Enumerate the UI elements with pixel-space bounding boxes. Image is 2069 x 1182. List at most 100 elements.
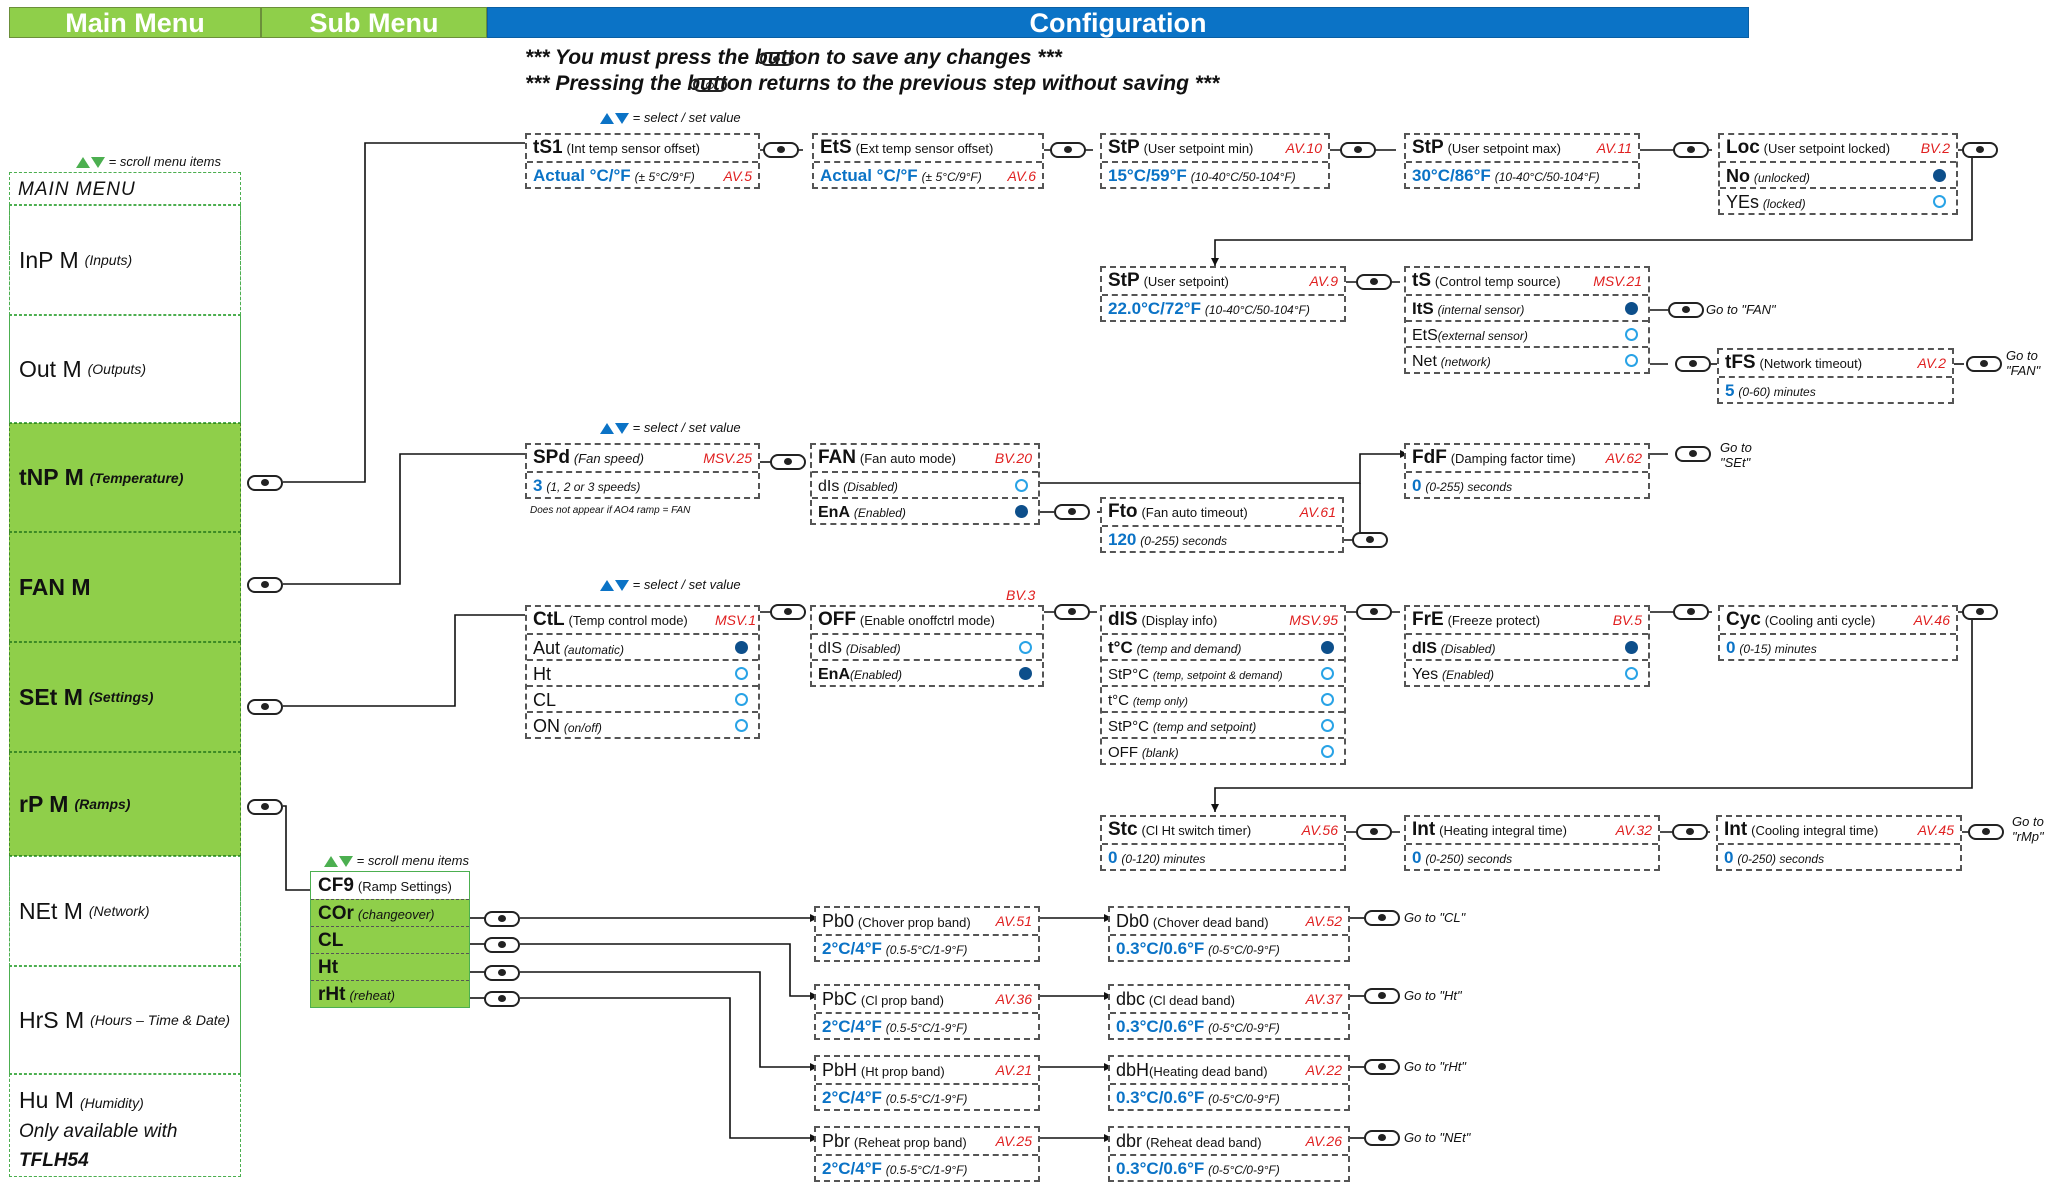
option-disabled[interactable]: dIS (Disabled) (812, 633, 1042, 659)
param-box-dbc[interactable]: dbc (Cl dead band)AV.37 0.3°C/0.6°F (0-5… (1108, 984, 1350, 1040)
param-box-dbh[interactable]: dbH(Heating dead band)AV.22 0.3°C/0.6°F … (1108, 1055, 1350, 1111)
param-box-dis[interactable]: dIS (Display info)MSV.95 t°C (temp and d… (1100, 605, 1346, 765)
radio-selected-icon[interactable] (1019, 667, 1032, 680)
radio-selected-icon[interactable] (1625, 302, 1638, 315)
option-disabled[interactable]: dIS (Disabled) (1406, 633, 1648, 659)
enter-icon[interactable] (1673, 604, 1709, 620)
param-box-ts1[interactable]: tS1 (Int temp sensor offset) Actual °C/°… (525, 133, 760, 189)
param-box-dbr[interactable]: dbr (Reheat dead band)AV.26 0.3°C/0.6°F … (1108, 1126, 1350, 1182)
reheat-enter-icon[interactable] (484, 991, 520, 1007)
param-box-tfs[interactable]: tFS (Network timeout)AV.2 5 (0-60) minut… (1717, 348, 1954, 404)
enter-icon[interactable] (763, 142, 799, 158)
enter-icon[interactable] (1673, 142, 1709, 158)
param-box-stp[interactable]: StP (User setpoint)AV.9 22.0°C/72°F (10-… (1100, 266, 1346, 322)
enter-icon[interactable] (1364, 1059, 1400, 1075)
enter-icon[interactable] (1364, 988, 1400, 1004)
option-external[interactable]: EtS(external sensor) (1406, 320, 1648, 346)
param-box-pbc[interactable]: PbC (Cl prop band)AV.36 2°C/4°F (0.5-5°C… (814, 984, 1040, 1040)
option-automatic[interactable]: Aut (automatic) (527, 633, 758, 659)
param-box-pbh[interactable]: PbH (Ht prop band)AV.21 2°C/4°F (0.5-5°C… (814, 1055, 1040, 1111)
param-box-int-cooling[interactable]: Int (Cooling integral time)AV.45 0 (0-25… (1716, 815, 1962, 871)
settings-enter-icon[interactable] (247, 699, 283, 715)
enter-icon[interactable] (770, 454, 806, 470)
param-box-fan[interactable]: FAN (Fan auto mode)BV.20 dIs (Disabled) … (810, 443, 1040, 525)
enter-icon[interactable] (1675, 446, 1711, 462)
main-menu-item-ramps[interactable]: rP M(Ramps) (9, 752, 241, 856)
option-temp-setpoint-demand[interactable]: StP°C (temp, setpoint & demand) (1102, 659, 1344, 685)
param-box-stp-max[interactable]: StP (User setpoint max)AV.11 30°C/86°F (… (1404, 133, 1640, 189)
radio-empty-icon[interactable] (1015, 479, 1028, 492)
main-menu-item-fan[interactable]: FAN M (9, 532, 241, 642)
option-internal[interactable]: ItS (internal sensor) (1406, 294, 1648, 320)
submenu-item-ht[interactable]: Ht (311, 953, 469, 980)
radio-empty-icon[interactable] (1625, 667, 1638, 680)
param-box-fdf[interactable]: FdF (Damping factor time)AV.62 0 (0-255)… (1404, 443, 1650, 499)
radio-empty-icon[interactable] (1321, 693, 1334, 706)
option-disabled[interactable]: dIs (Disabled) (812, 471, 1038, 497)
param-box-fto[interactable]: Fto (Fan auto timeout)AV.61 120 (0-255) … (1100, 497, 1344, 553)
enter-icon[interactable] (1054, 504, 1090, 520)
main-menu-item-humidity[interactable]: Hu M(Humidity) Only available with TFLH5… (9, 1074, 241, 1177)
radio-selected-icon[interactable] (735, 641, 748, 654)
radio-empty-icon[interactable] (1019, 641, 1032, 654)
radio-empty-icon[interactable] (1933, 195, 1946, 208)
option-network[interactable]: Net (network) (1406, 346, 1648, 372)
option-onoff[interactable]: ON (on/off) (527, 711, 758, 737)
main-menu-item-network[interactable]: NEt M(Network) (9, 856, 241, 966)
option-ht[interactable]: Ht (527, 659, 758, 685)
radio-empty-icon[interactable] (735, 693, 748, 706)
main-menu-item-temperature[interactable]: tNP M(Temperature) (9, 423, 241, 532)
option-cl[interactable]: CL (527, 685, 758, 711)
option-enabled[interactable]: EnA (Enabled) (812, 497, 1038, 523)
enter-icon[interactable] (1356, 824, 1392, 840)
enter-icon[interactable] (1966, 356, 2002, 372)
enter-icon[interactable] (1962, 142, 1998, 158)
option-locked[interactable]: YEs (locked) (1720, 187, 1956, 213)
main-menu-item-inputs[interactable]: InP M(Inputs) (9, 205, 241, 315)
param-box-ts[interactable]: tS (Control temp source)MSV.21 ItS (inte… (1404, 266, 1650, 374)
param-box-fre[interactable]: FrE (Freeze protect)BV.5 dIS (Disabled) … (1404, 605, 1650, 687)
enter-icon[interactable] (1668, 302, 1704, 318)
main-menu-item-outputs[interactable]: Out M(Outputs) (9, 315, 241, 423)
radio-empty-icon[interactable] (1321, 745, 1334, 758)
enter-icon[interactable] (1968, 824, 2004, 840)
submenu-item-cl[interactable]: CL (311, 926, 469, 953)
option-blank[interactable]: OFF (blank) (1102, 737, 1344, 763)
option-temp-demand[interactable]: t°C (temp and demand) (1102, 633, 1344, 659)
param-box-ctl[interactable]: CtL (Temp control mode)MSV.1 Aut (automa… (525, 605, 760, 739)
radio-selected-icon[interactable] (1321, 641, 1334, 654)
option-unlocked[interactable]: No (unlocked) (1720, 161, 1956, 187)
enter-icon[interactable] (1352, 532, 1388, 548)
option-enabled[interactable]: EnA(Enabled) (812, 659, 1042, 685)
param-box-ets[interactable]: EtS (Ext temp sensor offset) Actual °C/°… (812, 133, 1044, 189)
enter-icon[interactable] (1356, 274, 1392, 290)
enter-icon[interactable] (1054, 604, 1090, 620)
radio-selected-icon[interactable] (1933, 169, 1946, 182)
fan-enter-icon[interactable] (247, 577, 283, 593)
enter-icon[interactable] (1050, 142, 1086, 158)
param-box-loc[interactable]: Loc (User setpoint locked)BV.2 No (unloc… (1718, 133, 1958, 215)
temperature-enter-icon[interactable] (247, 475, 283, 491)
param-box-spd[interactable]: SPd (Fan speed)MSV.25 3 (1, 2 or 3 speed… (525, 443, 760, 499)
radio-selected-icon[interactable] (1625, 641, 1638, 654)
enter-icon[interactable] (1340, 142, 1376, 158)
radio-empty-icon[interactable] (1321, 667, 1334, 680)
enter-icon[interactable] (1962, 604, 1998, 620)
option-temp-setpoint[interactable]: StP°C (temp and setpoint) (1102, 711, 1344, 737)
option-enabled[interactable]: Yes (Enabled) (1406, 659, 1648, 685)
radio-empty-icon[interactable] (1321, 719, 1334, 732)
option-temp-only[interactable]: t°C (temp only) (1102, 685, 1344, 711)
changeover-enter-icon[interactable] (484, 911, 520, 927)
submenu-item-changeover[interactable]: COr(changeover) (311, 899, 469, 926)
param-box-int-heating[interactable]: Int (Heating integral time)AV.32 0 (0-25… (1404, 815, 1660, 871)
radio-selected-icon[interactable] (1015, 505, 1028, 518)
param-box-pb0[interactable]: Pb0 (Chover prop band)AV.51 2°C/4°F (0.5… (814, 906, 1040, 962)
radio-empty-icon[interactable] (735, 719, 748, 732)
main-menu-item-settings[interactable]: SEt M(Settings) (9, 642, 241, 752)
param-box-pbr[interactable]: Pbr (Reheat prop band)AV.25 2°C/4°F (0.5… (814, 1126, 1040, 1182)
submenu-item-reheat[interactable]: rHt(reheat) (311, 980, 469, 1007)
cl-enter-icon[interactable] (484, 937, 520, 953)
param-box-cyc[interactable]: Cyc (Cooling anti cycle)AV.46 0 (0-15) m… (1718, 605, 1958, 661)
param-box-off[interactable]: OFF (Enable onoffctrl mode) dIS (Disable… (810, 605, 1044, 687)
enter-icon[interactable] (1364, 1130, 1400, 1146)
